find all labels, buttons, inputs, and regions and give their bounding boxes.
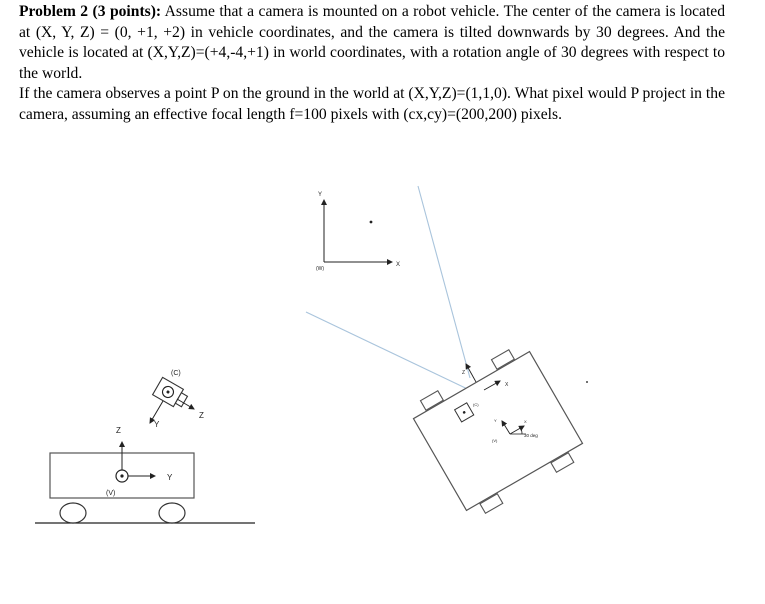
vehicle-y-label: Y: [167, 473, 173, 482]
problem-body-1: Assume that a camera is mounted on a rob…: [19, 3, 726, 82]
vehicle-top-frame-label: (V): [492, 438, 498, 443]
wheel-front-left: [419, 389, 445, 411]
problem-paragraph-1: Problem 2 (3 points): Assume that a came…: [19, 2, 725, 84]
vehicle-z-label: Z: [116, 426, 121, 435]
angle-label: 30 deg: [524, 433, 538, 438]
vehicle-frame-label: (V): [106, 490, 115, 497]
camera-top-x-label: X: [505, 382, 509, 388]
rear-wheel: [59, 502, 87, 524]
world-frame-label: (W): [316, 266, 324, 272]
vehicle-body-top: [412, 350, 584, 512]
camera-z-label: Z: [199, 411, 204, 420]
camera-top-z-label: Z: [462, 370, 465, 376]
top-view-diagram: Y X (W) Z X (C) Y X 30 deg (V): [305, 185, 588, 515]
vehicle-top-y-axis: [501, 420, 511, 435]
camera-side: [151, 376, 189, 408]
wheel-front-right: [479, 493, 504, 515]
sight-line-lower: [305, 311, 479, 395]
problem-paragraph-2: If the camera observes a point P on the …: [19, 85, 725, 123]
vehicle-top-y-label: Y: [494, 418, 497, 423]
vehicle-top-x-label: X: [524, 419, 527, 424]
stray-dot: [586, 381, 588, 383]
camera-z-axis: [176, 398, 195, 410]
side-view-diagram: Z Y (V) (C) Z Y: [35, 370, 255, 524]
vehicle-top: [412, 348, 584, 515]
point-p-marker: [369, 220, 373, 224]
sight-line-upper: [417, 185, 471, 379]
camera-origin-marker: [161, 385, 175, 399]
vehicle-origin-dot: [120, 474, 124, 478]
camera-top-z-axis: [465, 363, 477, 383]
problem-heading: Problem 2 (3 points):: [19, 3, 162, 20]
problem-text: Problem 2 (3 points): Assume that a came…: [19, 2, 725, 126]
camera-y-label: Y: [154, 420, 160, 429]
world-y-label: Y: [318, 192, 322, 198]
camera-lens: [174, 392, 189, 408]
camera-y-axis: [149, 400, 164, 424]
camera-top-origin: [462, 411, 466, 414]
camera-top-x-axis: [483, 380, 501, 391]
camera-top-frame-label: (C): [473, 402, 479, 407]
camera-frame-label: (C): [171, 370, 181, 377]
vehicle-top-x-axis: [509, 425, 525, 435]
wheel-rear-left: [490, 348, 516, 370]
camera-origin-dot: [166, 390, 170, 394]
wheel-rear-right: [550, 452, 575, 474]
front-wheel: [158, 502, 186, 524]
world-x-label: X: [396, 262, 400, 268]
